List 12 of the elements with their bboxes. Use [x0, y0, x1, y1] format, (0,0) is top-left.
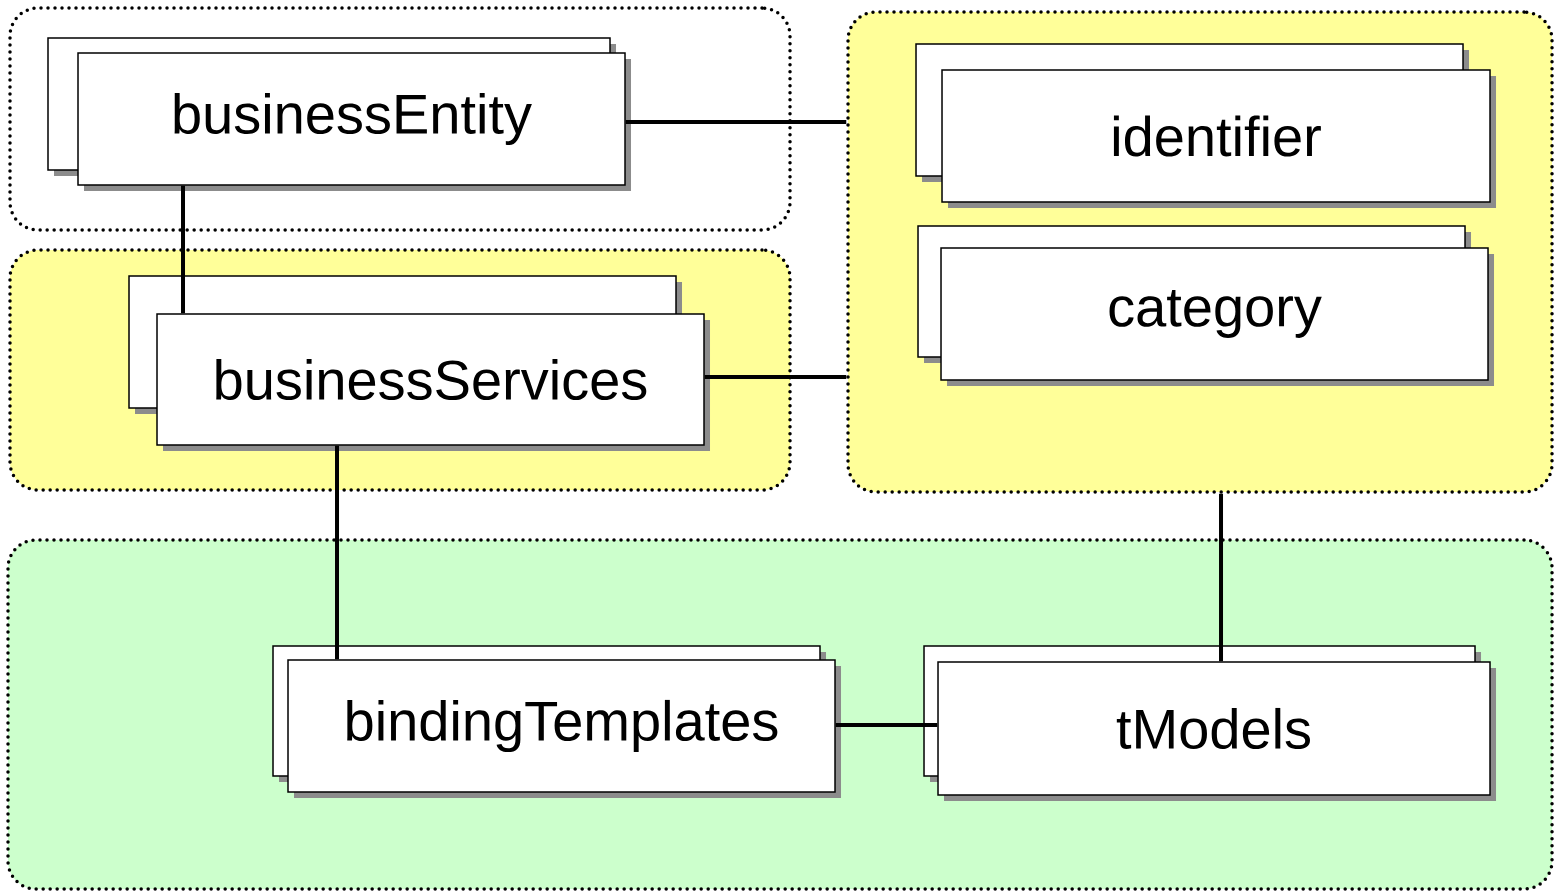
stacked-box: category [917, 225, 1494, 386]
stacked-box: identifier [915, 43, 1496, 208]
connector-line [625, 120, 847, 124]
stacked-box: businessEntity [47, 37, 631, 191]
connector-line [1219, 493, 1223, 662]
stacked-box: bindingTemplates [272, 645, 841, 798]
connector-line [335, 445, 339, 660]
stacked-box: businessServices [128, 275, 710, 451]
stacked-box: tModels [923, 645, 1496, 801]
connector-line [704, 375, 847, 379]
connector-line [835, 723, 938, 727]
connector-line [181, 185, 185, 314]
